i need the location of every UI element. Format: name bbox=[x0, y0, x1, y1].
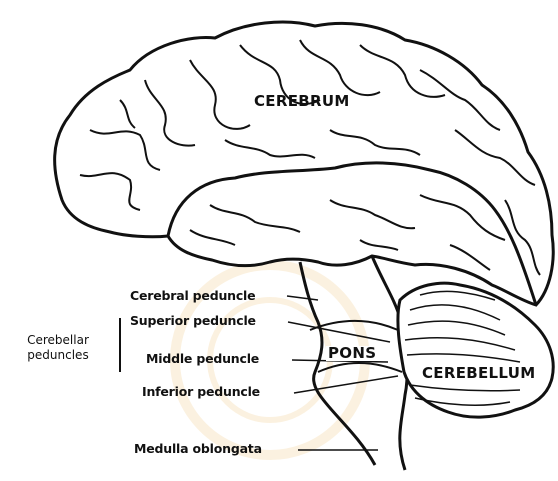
leader-superior-peduncle bbox=[288, 322, 390, 342]
inferior-peduncle-label: Inferior peduncle bbox=[142, 386, 260, 399]
pons-label: PONS bbox=[326, 346, 378, 361]
superior-peduncle-label: Superior peduncle bbox=[130, 315, 256, 328]
leader-inferior-peduncle bbox=[294, 376, 398, 393]
medulla-oblongata-label: Medulla oblongata bbox=[134, 443, 262, 456]
cerebellar-peduncles-line1: Cerebellar bbox=[8, 333, 108, 348]
cerebrum-label: CEREBRUM bbox=[254, 94, 350, 109]
leader-cerebral-peduncle bbox=[287, 296, 318, 300]
cerebellum-label: CEREBELLUM bbox=[420, 366, 537, 381]
cerebellar-peduncles-label: Cerebellar peduncles bbox=[8, 333, 108, 363]
middle-peduncle-label: Middle peduncle bbox=[146, 353, 259, 366]
cerebral-peduncle-label: Cerebral peduncle bbox=[130, 290, 255, 303]
cerebellar-peduncles-line2: peduncles bbox=[8, 348, 108, 363]
